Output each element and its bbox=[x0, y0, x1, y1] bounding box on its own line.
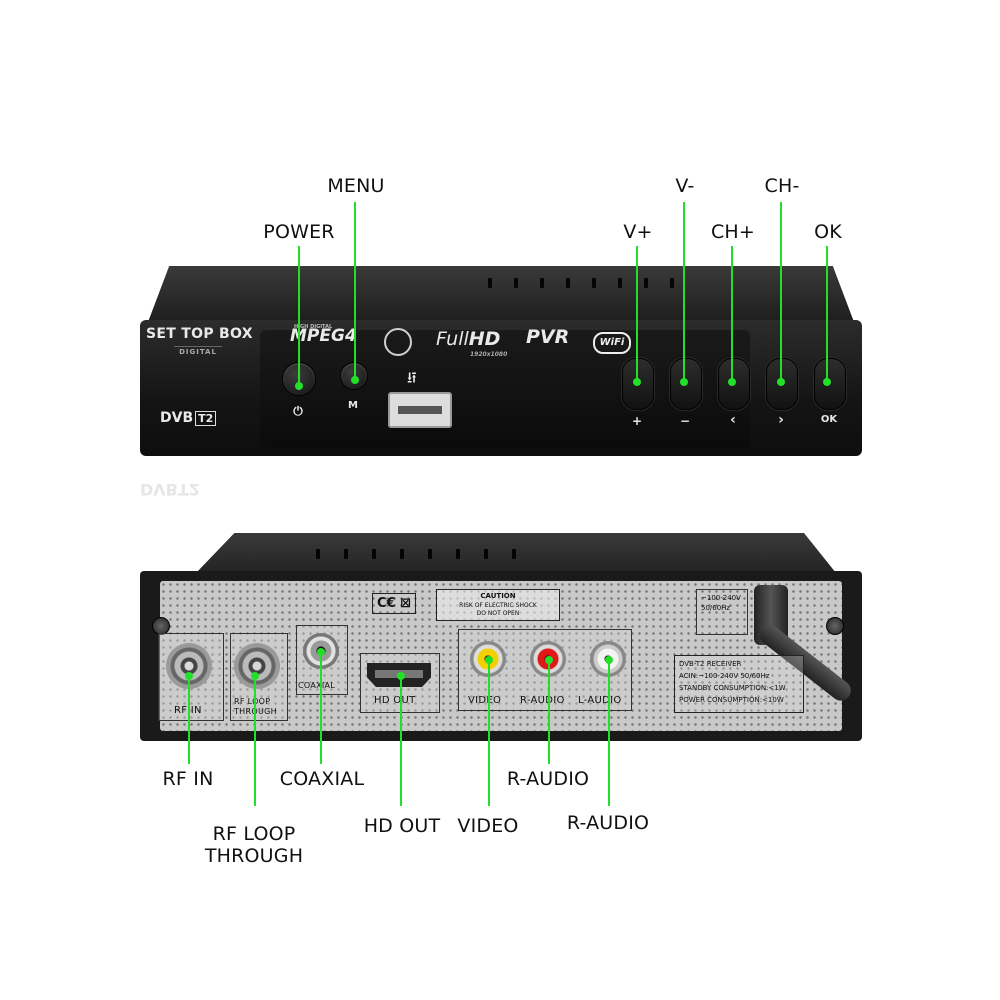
audio-badge-icon bbox=[384, 328, 412, 356]
callout-v-plus: V+ bbox=[623, 221, 653, 243]
back-panel: RF IN RF LOOP THROUGH COAXIAL HD OUT VID… bbox=[140, 533, 862, 745]
fullhd-logo: FullHD bbox=[436, 328, 501, 350]
leader-menu-dot bbox=[351, 376, 359, 384]
leader-rf-in bbox=[188, 676, 190, 764]
rf-loop-port-label-1: RF LOOP bbox=[234, 697, 271, 706]
r-audio-port-label: R-AUDIO bbox=[520, 695, 565, 706]
left-screw bbox=[152, 617, 170, 635]
voltage-label: ~100-240V 50/60Hz bbox=[696, 589, 748, 635]
usb-icon: ⭿ bbox=[407, 369, 417, 387]
leader-r-audio bbox=[548, 660, 550, 764]
leader-v-minus-dot bbox=[680, 378, 688, 386]
front-top-cover bbox=[148, 266, 854, 322]
mpeg-sub-label: HIGH DIGITAL bbox=[294, 324, 333, 330]
spec-label: DVB-T2 RECEIVER ACIN:~100-240V 50/60Hz S… bbox=[674, 655, 804, 713]
coaxial-port-label: COAXIAL bbox=[298, 681, 336, 690]
leader-power-dot bbox=[295, 382, 303, 390]
ok-mark: OK bbox=[820, 414, 838, 425]
pvr-logo: PVR bbox=[526, 326, 570, 348]
top-vents bbox=[488, 278, 674, 288]
brand-label: SET TOP BOX bbox=[146, 326, 253, 342]
leader-menu bbox=[354, 202, 356, 380]
right-mark: › bbox=[778, 412, 784, 428]
rf-loop-connector[interactable] bbox=[234, 643, 280, 689]
back-top-vents bbox=[316, 549, 516, 559]
leader-l-audio bbox=[608, 660, 610, 806]
leader-v-minus bbox=[683, 202, 685, 382]
callout-rf-loop-line2: THROUGH bbox=[204, 845, 304, 867]
leader-ok bbox=[826, 246, 828, 382]
minus-mark: − bbox=[679, 414, 691, 428]
leader-ch-minus-dot bbox=[777, 378, 785, 386]
plus-mark: + bbox=[631, 414, 643, 428]
dvb-reflection: DVBT2 bbox=[140, 480, 200, 499]
caution-label: CAUTION RISK OF ELECTRIC SHOCK DO NOT OP… bbox=[436, 589, 560, 621]
left-mark: ‹ bbox=[730, 412, 736, 428]
callout-ch-minus: CH- bbox=[764, 175, 800, 197]
leader-coaxial bbox=[320, 652, 322, 764]
front-recess bbox=[260, 330, 750, 448]
leader-ch-plus bbox=[731, 246, 733, 382]
leader-video bbox=[488, 660, 490, 806]
callout-video: VIDEO bbox=[457, 815, 519, 837]
leader-ok-dot bbox=[823, 378, 831, 386]
mpeg4-logo: MPEG4 bbox=[290, 326, 357, 346]
wifi-badge: WiFi bbox=[593, 332, 631, 354]
callout-v-minus: V- bbox=[675, 175, 695, 197]
callout-rf-loop: RF LOOP THROUGH bbox=[205, 823, 303, 867]
callout-coaxial: COAXIAL bbox=[279, 768, 365, 790]
callout-rf-in: RF IN bbox=[162, 768, 214, 790]
callout-menu: MENU bbox=[327, 175, 385, 197]
leader-v-plus bbox=[636, 246, 638, 382]
ce-mark: C€ ⊠ bbox=[372, 593, 417, 614]
leader-ch-plus-dot bbox=[728, 378, 736, 386]
rf-in-port-label: RF IN bbox=[174, 705, 202, 716]
callout-rf-loop-line1: RF LOOP bbox=[212, 823, 296, 845]
fullhd-resolution: 1920x1080 bbox=[470, 351, 508, 358]
callout-hd-out: HD OUT bbox=[363, 815, 441, 837]
back-top-cover bbox=[196, 533, 836, 573]
menu-mark: M bbox=[348, 400, 358, 411]
leader-ch-minus bbox=[780, 202, 782, 382]
right-screw bbox=[826, 617, 844, 635]
callout-ok: OK bbox=[814, 221, 842, 243]
brand-sub-label: DIGITAL bbox=[174, 346, 222, 356]
leader-power bbox=[298, 246, 300, 386]
hd-out-port-label: HD OUT bbox=[374, 695, 416, 706]
power-icon: ⏻ bbox=[293, 404, 303, 418]
leader-v-plus-dot bbox=[633, 378, 641, 386]
video-port-label: VIDEO bbox=[468, 695, 502, 706]
usb-port[interactable] bbox=[388, 392, 452, 428]
callout-r-audio-2: R-AUDIO bbox=[566, 812, 650, 834]
callout-ch-plus: CH+ bbox=[710, 221, 756, 243]
l-audio-port-label: L-AUDIO bbox=[578, 695, 622, 706]
leader-hd-out bbox=[400, 676, 402, 806]
leader-rf-loop bbox=[254, 676, 256, 806]
callout-power: POWER bbox=[263, 221, 335, 243]
callout-r-audio: R-AUDIO bbox=[506, 768, 590, 790]
